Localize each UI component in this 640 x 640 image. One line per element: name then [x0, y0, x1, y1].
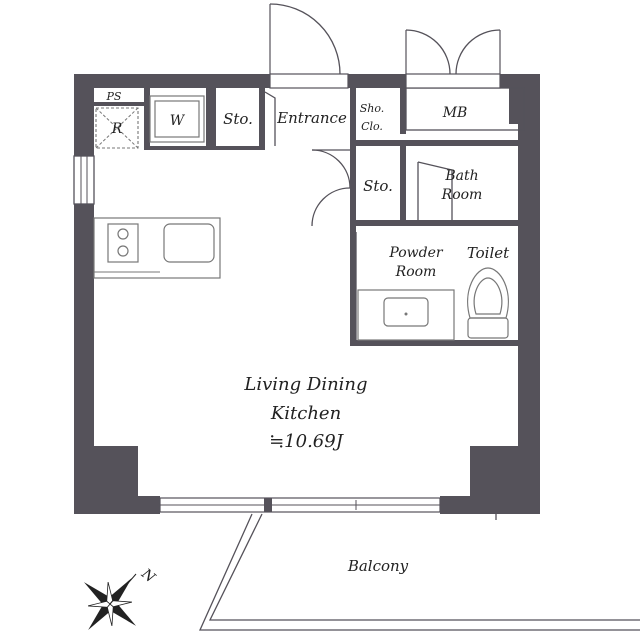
- bath-label-2: Room: [441, 187, 483, 203]
- toilet-fixture: [467, 267, 509, 339]
- storage-top-label: Sto.: [223, 110, 253, 128]
- north-label: N: [137, 565, 158, 586]
- ldk-area-label: ≒10.69J: [269, 431, 345, 452]
- powder-label-1: Powder: [388, 245, 444, 261]
- bath-label-1: Bath: [444, 168, 478, 184]
- shoe-closet-label-2: Clo.: [361, 120, 383, 133]
- entrance-label: Entrance: [276, 109, 347, 127]
- toilet-label: Toilet: [467, 244, 510, 262]
- entrance-door: [269, 3, 349, 89]
- washer-label: W: [170, 113, 186, 129]
- refrigerator-label: R: [111, 121, 123, 137]
- ps-label: PS: [106, 90, 122, 103]
- storage-mid-label: Sto.: [363, 177, 393, 195]
- powder-label-2: Room: [395, 264, 437, 280]
- mb-double-door: [405, 29, 501, 89]
- balcony-window: [159, 497, 441, 513]
- balcony-label: Balcony: [347, 557, 409, 575]
- ldk-label-2: Kitchen: [270, 403, 341, 424]
- north-arrow-icon: [83, 573, 137, 631]
- mb-label: MB: [442, 105, 468, 121]
- ldk-label-1: Living Dining: [243, 374, 367, 395]
- balcony-outline: [198, 513, 640, 631]
- left-window: [73, 155, 95, 205]
- washbasin: [357, 289, 455, 341]
- refrigerator-space: [95, 107, 139, 149]
- kitchen-counter: [93, 217, 221, 279]
- shoe-closet-label-1: Sho.: [360, 102, 385, 115]
- interior-walls: [94, 88, 518, 346]
- inner-doors: [264, 91, 453, 340]
- washer-pan: [149, 95, 205, 143]
